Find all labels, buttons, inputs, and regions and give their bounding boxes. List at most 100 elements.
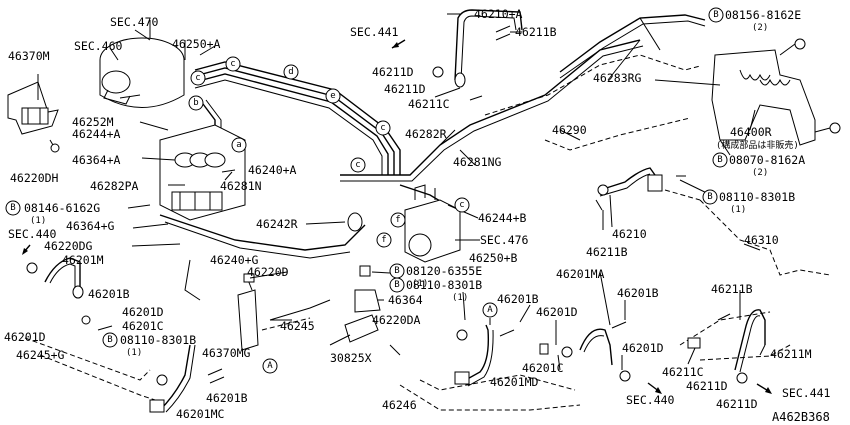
label-46211d-b: 46211D [384, 82, 426, 96]
label-08146-qty: (1) [30, 216, 46, 226]
label-46211d-a: 46211D [372, 65, 414, 79]
label-46201d-d: 46201D [622, 341, 664, 355]
callout-c-2 [375, 120, 391, 136]
callout-c-1 [225, 56, 241, 72]
label-46290: 46290 [552, 123, 587, 137]
label-46211m: 46211M [770, 347, 812, 361]
label-46242r: 46242R [256, 217, 298, 231]
svg-text:B: B [394, 266, 399, 276]
label-46252m: 46252M [72, 115, 114, 129]
label-08146: 08146-6162G [24, 201, 100, 215]
svg-text:B: B [707, 192, 712, 202]
label-08110c: 08110-8301B [406, 278, 482, 292]
callout-e-1 [325, 88, 341, 104]
svg-text:c: c [230, 59, 235, 69]
label-46211b-a: 46211B [515, 25, 557, 39]
svg-text:a: a [236, 140, 241, 150]
pipe-bundle-top [194, 61, 401, 175]
label-46201b-d: 46201B [617, 286, 659, 300]
callout-f-2 [376, 232, 392, 248]
label-46211b-b: 46211B [586, 245, 628, 259]
label-46220d: 46220D [247, 265, 289, 279]
label-sec470: SEC.470 [110, 15, 159, 29]
label-46281ng: 46281NG [453, 155, 502, 169]
svg-text:B: B [10, 203, 15, 213]
bolt-prefix-circles: B B B B B B B [5, 7, 728, 348]
label-46201b-a: 46201B [88, 287, 130, 301]
svg-text:f: f [395, 215, 400, 225]
label-46201md: 46201MD [490, 375, 539, 389]
label-46244b: 46244+B [478, 211, 527, 225]
label-46281n: 46281N [220, 179, 262, 193]
label-08156-qty: (2) [752, 23, 768, 33]
label-08120: 08120-6355E [406, 264, 482, 278]
label-sec441b: SEC.441 [782, 386, 831, 400]
svg-text:B: B [394, 280, 399, 290]
svg-text:e: e [330, 91, 335, 101]
label-30825x: 30825X [330, 351, 372, 365]
callout-c-4 [454, 197, 470, 213]
label-08156: 08156-8162E [725, 8, 801, 22]
pipe-46211m [679, 309, 791, 384]
label-46364a: 46364+A [72, 153, 121, 167]
brake-booster-drawing [99, 20, 186, 108]
section-arrows [22, 39, 772, 394]
bracket-46370m [7, 74, 60, 153]
label-46245g: 46245+G [16, 348, 65, 362]
label-08110b-qty: (1) [730, 205, 746, 215]
svg-text:B: B [717, 155, 722, 165]
label-46201m: 46201M [62, 253, 104, 267]
label-46210a: 46210+A [474, 7, 523, 21]
label-46282pa: 46282PA [90, 179, 139, 193]
label-sec440a: SEC.440 [8, 227, 57, 241]
label-46282r: 46282R [405, 127, 447, 141]
callout-d-1 [283, 64, 299, 80]
label-46250b: 46250+B [469, 251, 518, 265]
label-46250a: 46250+A [172, 37, 221, 51]
label-08110b: 08110-8301B [719, 190, 795, 204]
label-08110a-qty: (1) [126, 348, 142, 358]
svg-text:A: A [487, 305, 493, 315]
leader-lines [109, 13, 766, 371]
label-46220dh: 46220DH [10, 171, 59, 185]
label-sec460: SEC.460 [74, 39, 123, 53]
label-08070: 08070-8162A [729, 153, 805, 167]
label-sec440b: SEC.440 [626, 393, 675, 407]
label-46201c-b: 46201C [522, 361, 564, 375]
svg-text:A: A [267, 361, 273, 371]
label-sec441a: SEC.441 [350, 25, 399, 39]
svg-text:d: d [288, 67, 293, 77]
bracket-46364 [344, 265, 401, 356]
svg-text:c: c [355, 160, 360, 170]
diagram-code: A462B368 [772, 410, 830, 424]
svg-text:B: B [713, 10, 718, 20]
label-46246: 46246 [382, 398, 417, 412]
pipe-junction-block [159, 124, 366, 259]
label-46211c-c: 46211C [662, 365, 704, 379]
callout-A-1 [262, 358, 278, 374]
svg-text:c: c [459, 200, 464, 210]
label-46201d-c: 46201D [536, 305, 578, 319]
part-labels: SEC.470 SEC.460 46370M 46250+A 46252M 46… [4, 7, 831, 424]
svg-text:B: B [107, 335, 112, 345]
label-46370mg: 46370MG [202, 346, 251, 360]
label-46201mc: 46201MC [176, 407, 225, 421]
pipe-46283rg [484, 14, 706, 151]
label-sec476: SEC.476 [480, 233, 529, 247]
label-46364g: 46364+G [66, 219, 115, 233]
pipe-46210a [432, 9, 523, 101]
label-46244a: 46244+A [72, 127, 121, 141]
pipe-46310 [664, 189, 831, 276]
label-46245: 46245 [280, 319, 315, 333]
svg-text:f: f [381, 235, 386, 245]
label-46201d-b: 46201D [4, 330, 46, 344]
label-46400r: 46400R [730, 125, 772, 139]
callout-A-2 [482, 302, 498, 318]
label-46201b-b: 46201B [206, 391, 248, 405]
callout-a-1 [190, 70, 206, 86]
label-46211d-d: 46211D [716, 397, 758, 411]
svg-text:c: c [380, 123, 385, 133]
callout-b-1 [188, 95, 204, 111]
label-46370m: 46370M [8, 49, 50, 63]
